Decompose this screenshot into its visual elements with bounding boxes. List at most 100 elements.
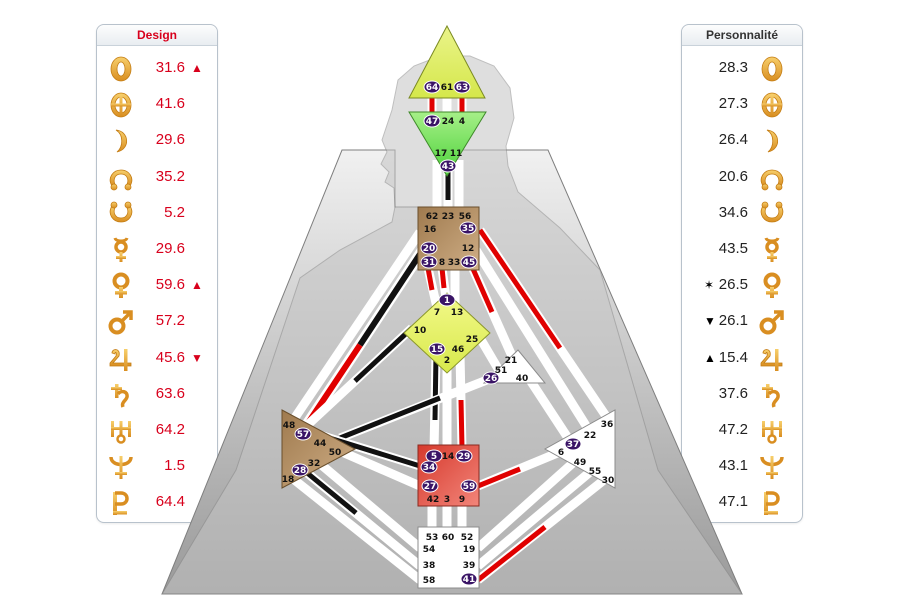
jupiter-icon [107,345,135,373]
uranus-icon [107,417,135,445]
gate-32: 32 [308,459,321,469]
gate-9: 9 [459,495,465,505]
gate-label-57: 57 [297,430,310,440]
gate-51: 51 [495,366,508,376]
gate-19: 19 [463,545,476,555]
personality-row-moon: 26.4 [682,123,802,159]
channel-35-36 [476,227,614,425]
personality-value-pluto: 47.1 [718,493,748,511]
sun-icon [758,55,786,83]
channel-18-58 [289,474,423,584]
south-node-icon [107,200,135,228]
gate-44: 44 [314,439,327,449]
personality-row-south-node: 34.6 [682,196,802,232]
gate-7: 7 [434,308,440,318]
gate-59: 59 [460,479,478,493]
gate-42: 42 [427,495,440,505]
gate-label-47: 47 [426,117,439,127]
gate-61: 61 [441,83,454,93]
gate-18: 18 [282,475,295,485]
gate-label-45: 45 [463,258,476,268]
design-value-sun: 31.6 [155,59,185,76]
gate-15-active-marker [428,342,446,356]
design-marker-jupiter: ▼ [191,350,203,365]
mars-icon [758,308,786,336]
north-node-icon [107,164,135,192]
gate-label-39: 39 [463,561,476,571]
channel-1-8 [437,267,451,299]
gate-62: 62 [426,212,439,222]
personality-value-south-node: 34.6 [718,203,748,221]
personality-row-pluto: 47.1 [682,485,802,521]
channel-28-38 [303,468,423,570]
personality-value-uranus: 47.2 [718,420,748,438]
gate-58: 58 [423,576,436,586]
gate-label-37: 37 [567,440,580,450]
gate-label-40: 40 [516,374,529,384]
design-value-south-node: 5.2 [164,203,185,221]
gate-57-active-marker [294,427,312,441]
design-title: Design [97,25,217,46]
earth-icon [107,91,135,119]
gate-label-18: 18 [282,475,295,485]
gate-40: 40 [516,374,529,384]
design-row-saturn: 63.6 [97,377,217,413]
gate-label-38: 38 [423,561,436,571]
gate-15: 15 [428,342,446,356]
gate-label-56: 56 [459,212,472,222]
gate-label-31: 31 [423,258,436,268]
gate-label-34: 34 [423,463,436,473]
design-marker-sun: ▲ [191,61,203,75]
personality-row-uranus: 47.2 [682,413,802,449]
gate-label-61: 61 [441,83,454,93]
gate-49: 49 [574,458,587,468]
gate-56: 56 [459,212,472,222]
gate-33: 33 [448,258,461,268]
gate-label-60: 60 [442,533,455,543]
saturn-icon [107,381,135,409]
gate-label-10: 10 [414,326,427,336]
gate-34-active-marker [420,460,438,474]
gate-label-63: 63 [456,83,469,93]
channel-16-48 [288,229,424,425]
gate-27: 27 [421,479,439,493]
design-row-jupiter: 45.6▼ [97,341,217,377]
gate-48: 48 [283,421,296,431]
moon-icon [758,127,786,155]
gate-12: 12 [462,244,475,254]
gate-label-64: 64 [426,83,439,93]
design-value-mercury: 29.6 [155,239,185,257]
gate-label-15: 15 [431,345,444,355]
gate-26-active-marker [482,371,500,385]
g-center [403,292,491,374]
neptune-icon [107,453,135,481]
gate-41: 41 [460,572,478,586]
personality-value-earth: 27.3 [718,95,748,113]
gate-label-2: 2 [444,356,450,366]
design-value-moon: 29.6 [155,131,185,149]
personality-row-north-node: 20.6 [682,160,802,196]
gate-38: 38 [423,561,436,571]
earth-icon [758,91,786,119]
gate-label-52: 52 [461,533,474,543]
gate-55: 55 [589,467,602,477]
design-row-sun: 31.6 ▲ [97,51,217,87]
gate-label-17: 17 [435,149,448,159]
sun-icon [107,55,135,83]
gate-label-36: 36 [601,420,614,430]
gate-label-26: 26 [485,374,498,384]
gate-45: 45 [460,255,478,269]
personality-value-mercury: 43.5 [718,239,748,257]
design-value-venus: 59.6 [155,276,185,294]
gate-28-active-marker [291,463,309,477]
gate-label-33: 33 [448,258,461,268]
channel-59-6 [476,447,562,491]
gate-label-7: 7 [434,308,440,318]
gate-28: 28 [291,463,309,477]
gate-17: 17 [435,149,448,159]
gate-label-24: 24 [442,117,455,127]
